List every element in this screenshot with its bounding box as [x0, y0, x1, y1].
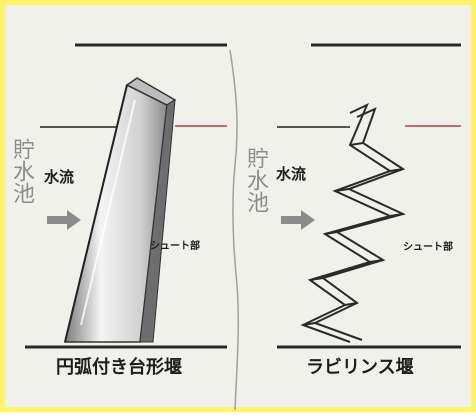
- left-flow-arrow: [47, 210, 81, 230]
- left-weir-caption: 円弧付き台形堰: [56, 357, 182, 378]
- labyrinth-weir-walls: [300, 102, 406, 343]
- right-flow-label: 水流: [276, 165, 307, 183]
- right-chute-label: シュート部: [403, 242, 453, 253]
- weir-diagram: [25, 43, 461, 411]
- left-reservoir-label: 貯水池: [9, 138, 34, 204]
- left-chute-label: シュート部: [150, 241, 200, 252]
- trapezoidal-weir-crest: [64, 77, 177, 343]
- right-reservoir-label: 貯水池: [243, 147, 268, 213]
- panel-divider: [229, 49, 240, 411]
- right-flow-arrow: [281, 210, 315, 230]
- left-flow-label: 水流: [44, 168, 75, 186]
- right-weir-caption: ラビリンス堰: [306, 357, 414, 378]
